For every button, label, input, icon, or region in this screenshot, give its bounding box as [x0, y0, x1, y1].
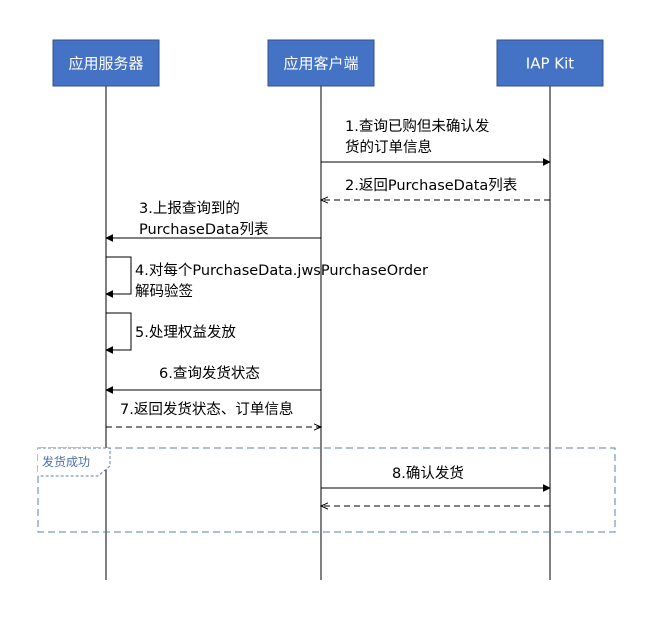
fragment-delivery-success: 发货成功 [37, 447, 616, 533]
message-6-label: 6.查询发货状态 [159, 365, 260, 382]
message-4-label-line-1: 4.对每个PurchaseData.jwsPurchaseOrder [135, 262, 428, 279]
actor-client: 应用客户端 [267, 39, 375, 87]
actor-iap-label: IAP Kit [526, 55, 575, 73]
message-2: 2.返回PurchaseData列表 [321, 177, 550, 200]
message-1-label-line-2: 货的订单信息 [345, 139, 432, 156]
fragment-label: 发货成功 [42, 454, 90, 469]
message-1-label-line-1: 1.查询已购但未确认发 [345, 118, 489, 135]
actor-client-label: 应用客户端 [283, 55, 358, 73]
message-4: 4.对每个PurchaseData.jwsPurchaseOrder 解码验签 [105, 256, 428, 300]
message-8: 8.确认发货 [321, 465, 551, 492]
message-2-label: 2.返回PurchaseData列表 [345, 177, 518, 194]
actor-server-label: 应用服务器 [68, 55, 143, 73]
actor-server: 应用服务器 [52, 39, 160, 87]
message-3-label-line-1: 3.上报查询到的 [139, 200, 240, 217]
message-3-label-line-2: PurchaseData列表 [139, 221, 269, 238]
message-7: 7.返回发货状态、订单信息 [106, 401, 321, 427]
actor-iap: IAP Kit [496, 39, 604, 87]
message-7-label: 7.返回发货状态、订单信息 [120, 401, 293, 418]
message-5-label: 5.处理权益发放 [135, 324, 236, 341]
message-1: 1.查询已购但未确认发 货的订单信息 [321, 118, 551, 166]
message-5: 5.处理权益发放 [105, 312, 236, 354]
message-3: 3.上报查询到的 PurchaseData列表 [105, 200, 321, 242]
message-6: 6.查询发货状态 [105, 365, 321, 394]
message-4-label-line-2: 解码验签 [135, 283, 193, 300]
message-8-label: 8.确认发货 [392, 465, 464, 482]
